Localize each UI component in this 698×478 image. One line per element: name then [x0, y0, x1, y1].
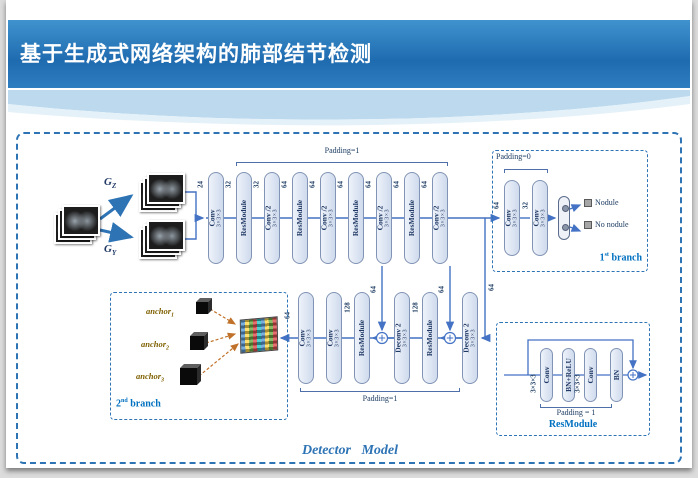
slide-title: 基于生成式网络架构的肺部结节检测: [20, 42, 372, 66]
cube-bullet-icon: [584, 199, 592, 208]
encoder-block-resmodule: ResModule: [404, 172, 420, 264]
detector-model-frame: [16, 132, 682, 464]
anchor3-cube-icon: [180, 368, 197, 385]
input-ct-stack: [54, 205, 100, 244]
output-dot: [561, 205, 569, 212]
anchor1-label: anchor1: [146, 306, 175, 319]
decoder-block-resmodule: ResModule: [354, 292, 370, 384]
encoder-block-resmodule: ResModule: [348, 172, 364, 264]
kernel-label: 3×3×3: [529, 374, 538, 393]
resmodule-padding-bracket: [540, 404, 612, 408]
encoder-block-resmodule: ResModule: [292, 172, 308, 264]
channel-label: 64: [280, 181, 289, 188]
second-branch-title: 2nd branch: [116, 398, 161, 410]
channel-label: 32: [224, 181, 233, 188]
cube-bullet-icon: [584, 221, 592, 230]
channel-label: 64: [420, 181, 429, 188]
channel-label: 32: [252, 181, 261, 188]
resmodule-box-title: ResModule: [548, 419, 598, 430]
resmodule-bn-relu: BN+ReLU: [562, 348, 575, 402]
feature-map-image: [239, 316, 279, 354]
channel-label: 64: [392, 181, 401, 188]
resmodule-bn: BN: [610, 348, 623, 402]
first-branch-box: [492, 150, 648, 272]
skip-channel-label: 64: [369, 286, 378, 293]
resmodule-conv1: Conv: [540, 348, 553, 402]
detector-model-label: Detector Model: [301, 443, 399, 458]
output-dot: [561, 224, 569, 231]
ct-image: [147, 173, 185, 204]
encoder-padding-label: Padding=1: [324, 146, 360, 155]
skip-channel-label: 64: [437, 286, 446, 293]
branch1-padding-bracket: [504, 169, 548, 173]
channel-label: 32: [521, 202, 530, 209]
ct-image: [62, 205, 100, 236]
channel-label: 128: [411, 302, 420, 313]
channel-label: 24: [196, 181, 205, 188]
second-branch-box: [110, 292, 288, 420]
resmodule-padding-label: Padding = 1: [556, 408, 596, 417]
gy-output-stack: [139, 220, 185, 259]
anchor1-cube-icon: [196, 302, 208, 314]
branch1-padding-label: Padding=0: [496, 152, 531, 161]
resmodule-detail-box: [496, 322, 650, 436]
channel-label: 64: [308, 181, 317, 188]
generator-gz-label: GZ: [104, 176, 117, 191]
encoder-padding-bracket: [236, 162, 448, 166]
resmodule-conv2: Conv: [584, 348, 597, 402]
banner-swoosh: [8, 90, 690, 126]
output-no-nodule: No nodule: [584, 220, 629, 230]
skip-channel-label: 64: [487, 284, 496, 291]
generator-gy-label: GY: [104, 243, 117, 258]
first-branch-title: 1st branch: [599, 252, 642, 264]
channel-label: 128: [343, 302, 352, 313]
anchor3-label: anchor3: [136, 371, 165, 384]
title-banner: [8, 20, 690, 88]
anchor2-cube-icon: [190, 336, 204, 350]
channel-label: 64: [364, 181, 373, 188]
ct-image: [147, 220, 185, 251]
kernel-label: 3×3×3: [573, 374, 582, 393]
output-nodule: Nodule: [584, 198, 619, 208]
decoder-padding-label: Padding=1: [362, 394, 398, 403]
gz-output-stack: [139, 173, 185, 212]
channel-label: 64: [336, 181, 345, 188]
channel-label: 64: [492, 202, 501, 209]
classifier-output-node: [558, 196, 570, 240]
encoder-block-resmodule: ResModule: [236, 172, 252, 264]
anchor2-label: anchor2: [141, 339, 170, 352]
decoder-padding-bracket: [300, 388, 460, 392]
decoder-block-resmodule: ResModule: [422, 292, 438, 384]
